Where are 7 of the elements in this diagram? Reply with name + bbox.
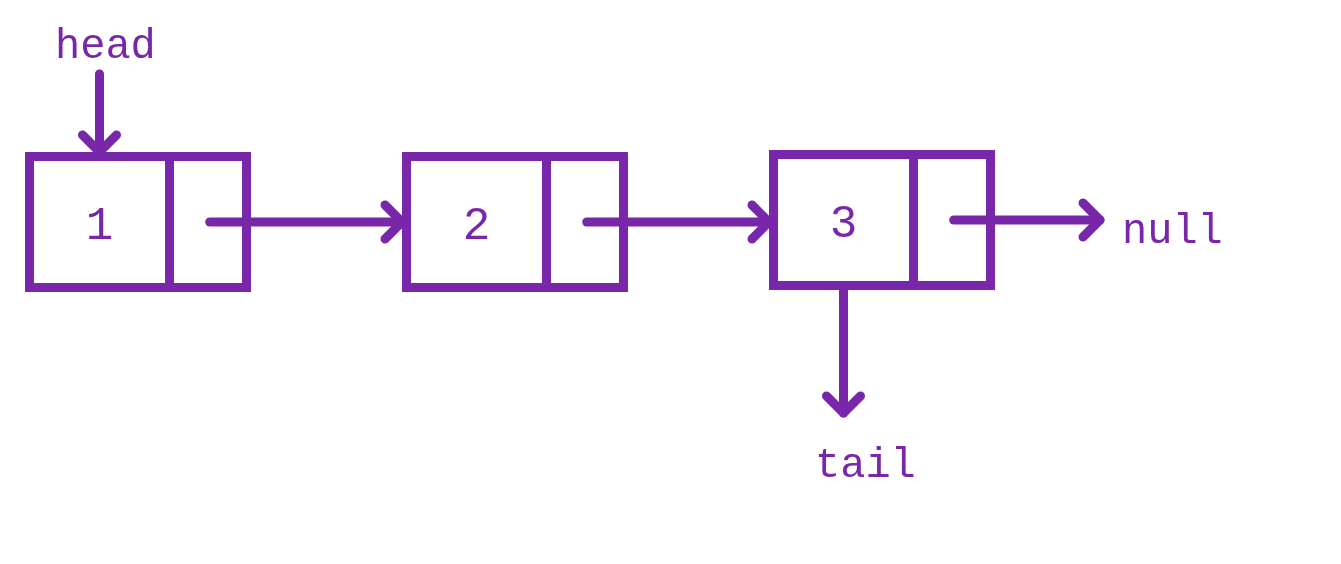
pointer-label: head: [55, 26, 156, 68]
node-value: 3: [829, 202, 858, 248]
arrow: [949, 198, 1105, 242]
pointer-label: null: [1122, 211, 1223, 253]
node-value: 1: [85, 204, 114, 250]
node-value: 2: [462, 204, 491, 250]
pointer-label: tail: [815, 445, 916, 487]
